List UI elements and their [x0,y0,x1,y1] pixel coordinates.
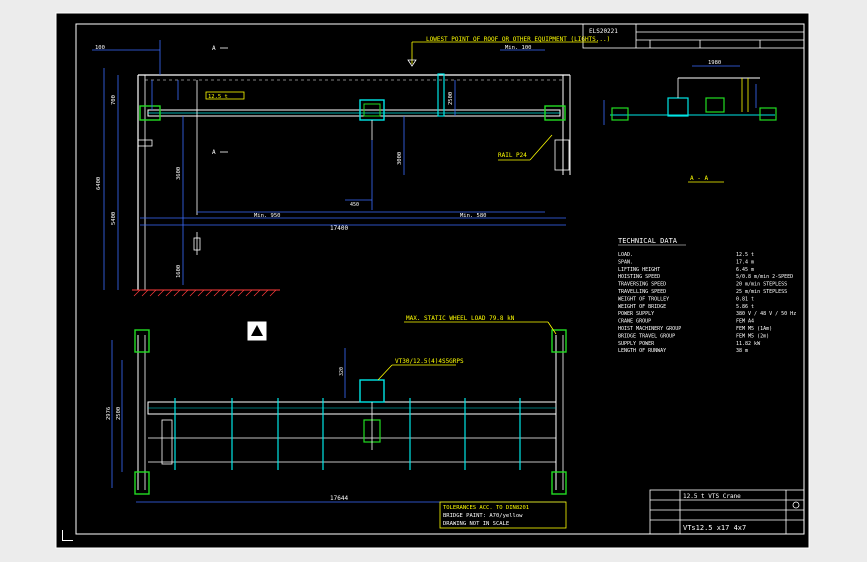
bottom-note: TOLERANCES ACC. TO DIN8201 BRIDGE PAINT:… [439,501,567,529]
tech-row-value: 20 m/min STEPLESS [736,282,787,288]
tech-row-label: WEIGHT OF TROLLEY [618,296,669,302]
tech-row-label: SPAN. [618,259,633,265]
dim-3000: 3000 [397,152,403,165]
tech-row-value: 12.5 t [736,252,754,258]
rail-note: RAIL P24 [498,152,527,159]
left-rail-bracket [137,139,153,147]
tech-row-value: 38 m [736,348,748,354]
tech-row-label: POWER SUPPLY [618,311,654,317]
rail-box [205,91,245,100]
tech-row-label: CRANE GROUP [618,319,651,325]
tech-row-label: LOAD. [618,252,633,258]
right-end-truck [544,105,566,121]
plan-dim-2500: 2500 [116,407,122,420]
ucs-icon [62,530,73,541]
tech-row-value: 6.45 m [736,267,754,273]
bottom-note-line2: BRIDGE PAINT: A70/yellow [443,513,523,519]
plan-festoon [161,419,173,465]
technical-heading: TECHNICAL DATA [618,237,678,245]
tech-row-label: HOIST MACHINERY GROUP [618,326,681,332]
dim-450: 450 [350,202,359,208]
dim-min580: Min. 580 [460,213,487,219]
title-block-top [582,23,805,49]
tech-row-label: SUPPLY POWER [618,341,655,347]
dim-3600: 3600 [176,167,182,180]
tech-row-value: 25 m/min STEPLESS [736,289,787,295]
plan-dim-length: 17644 [330,495,348,502]
plan-dim-2976: 2976 [106,407,112,420]
bottom-note-line3: DRAWING NOT IN SCALE [443,521,509,527]
tech-row-label: LENGTH OF RUNWAY [618,348,666,354]
title-block-code: VTs12.5 x17 4x7 [683,524,746,532]
plan-right-top-truck [551,329,567,353]
dim-1600: 1600 [176,265,182,278]
tech-row-label: LIFTING HEIGHT [618,267,660,273]
tech-row-label: HOISTING SPEED [618,274,660,280]
section-a-a: 1980 A - A [603,60,777,183]
tech-row-value: 5/0.8 m/min 2-SPEED [736,274,793,280]
left-end-truck [139,105,161,121]
tech-row-label: BRIDGE TRAVEL GROUP [618,333,675,339]
title-block-title: 12.5 t VTS Crane [683,493,741,500]
rail-leader [529,134,553,161]
dim-100: 100 [95,45,105,51]
plan-right-bottom-truck [551,471,567,495]
plan-dim-320: 320 [339,367,345,376]
dim-min950: Min. 950 [254,213,281,219]
section-mark-top: A [212,45,216,52]
technical-data: TECHNICAL DATA LOAD. 12.5 t SPAN. 17.4 m LIF… [618,237,796,354]
projection-symbol [792,501,800,509]
roof-note: LOWEST POINT OF ROOF OR OTHER EQUIPMENT … [426,36,610,43]
front-dimension-lines [92,40,566,290]
left-hook-block [193,237,201,251]
bottom-note-line1: TOLERANCES ACC. TO DIN8201 [443,505,529,511]
tech-row-value: 5.86 t [736,304,754,310]
tech-row-value: FEM A4 [736,319,754,325]
section-left-wheel [611,107,629,121]
roof-marker [407,59,417,67]
rail-box-label: 12.5 t [208,94,228,100]
plan-left-top-truck [134,329,150,353]
hoist-note: VT30/12.5(4)4S5GRPS [395,358,464,365]
plan-left-bottom-truck [134,471,150,495]
dim-span: 17400 [330,225,348,232]
title-block [649,489,805,535]
tech-row-value: 0.81 t [736,296,754,302]
tech-row-label: WEIGHT OF BRIDGE [618,304,666,310]
dim-6400: 6400 [96,177,102,190]
hoist-motor [363,103,381,117]
technical-rows: LOAD. 12.5 t SPAN. 17.4 m LIFTING HEIGHT 6.45… [618,252,796,354]
dim-700: 700 [111,95,117,105]
section-label: A - A [690,175,708,182]
tech-row-value: 17.4 m [736,259,754,265]
wheel-load-note: MAX. STATIC WHEEL LOAD 79.8 kN [406,315,515,322]
dim-min100: Min. 100 [505,45,532,51]
mid-pillar [437,73,445,117]
tech-row-value: 11.82 kW [736,341,761,347]
sheet-frame [55,12,810,549]
tech-row-label: TRAVELLING SPEED [618,289,666,295]
inner-border [75,23,805,535]
section-dim-width: 1980 [708,60,721,66]
tech-row-label: TRAVERSING SPEED [618,282,666,288]
tech-row-value: 380 V / 48 V / 50 Hz [736,311,796,317]
view-symbol-icon [251,325,263,336]
plan-stiffeners [174,398,521,470]
plan-view: 17644 2976 2500 320 MAX. STATIC WHEEL LO… [106,315,567,503]
tech-row-value: FEM M5 (1Am) [736,326,772,332]
title-block-top-code: ELS20221 [589,28,618,35]
section-motor [705,97,725,113]
section-mark-bottom: A [212,149,216,156]
dim-2500: 2500 [448,92,454,105]
right-rail-bracket [554,139,570,171]
section-right-wheel [759,107,777,121]
tech-row-value: FEM M5 (2m) [736,333,769,339]
dim-5400: 5400 [111,212,117,225]
front-elevation: LOWEST POINT OF ROOF OR OTHER EQUIPMENT … [92,36,610,297]
